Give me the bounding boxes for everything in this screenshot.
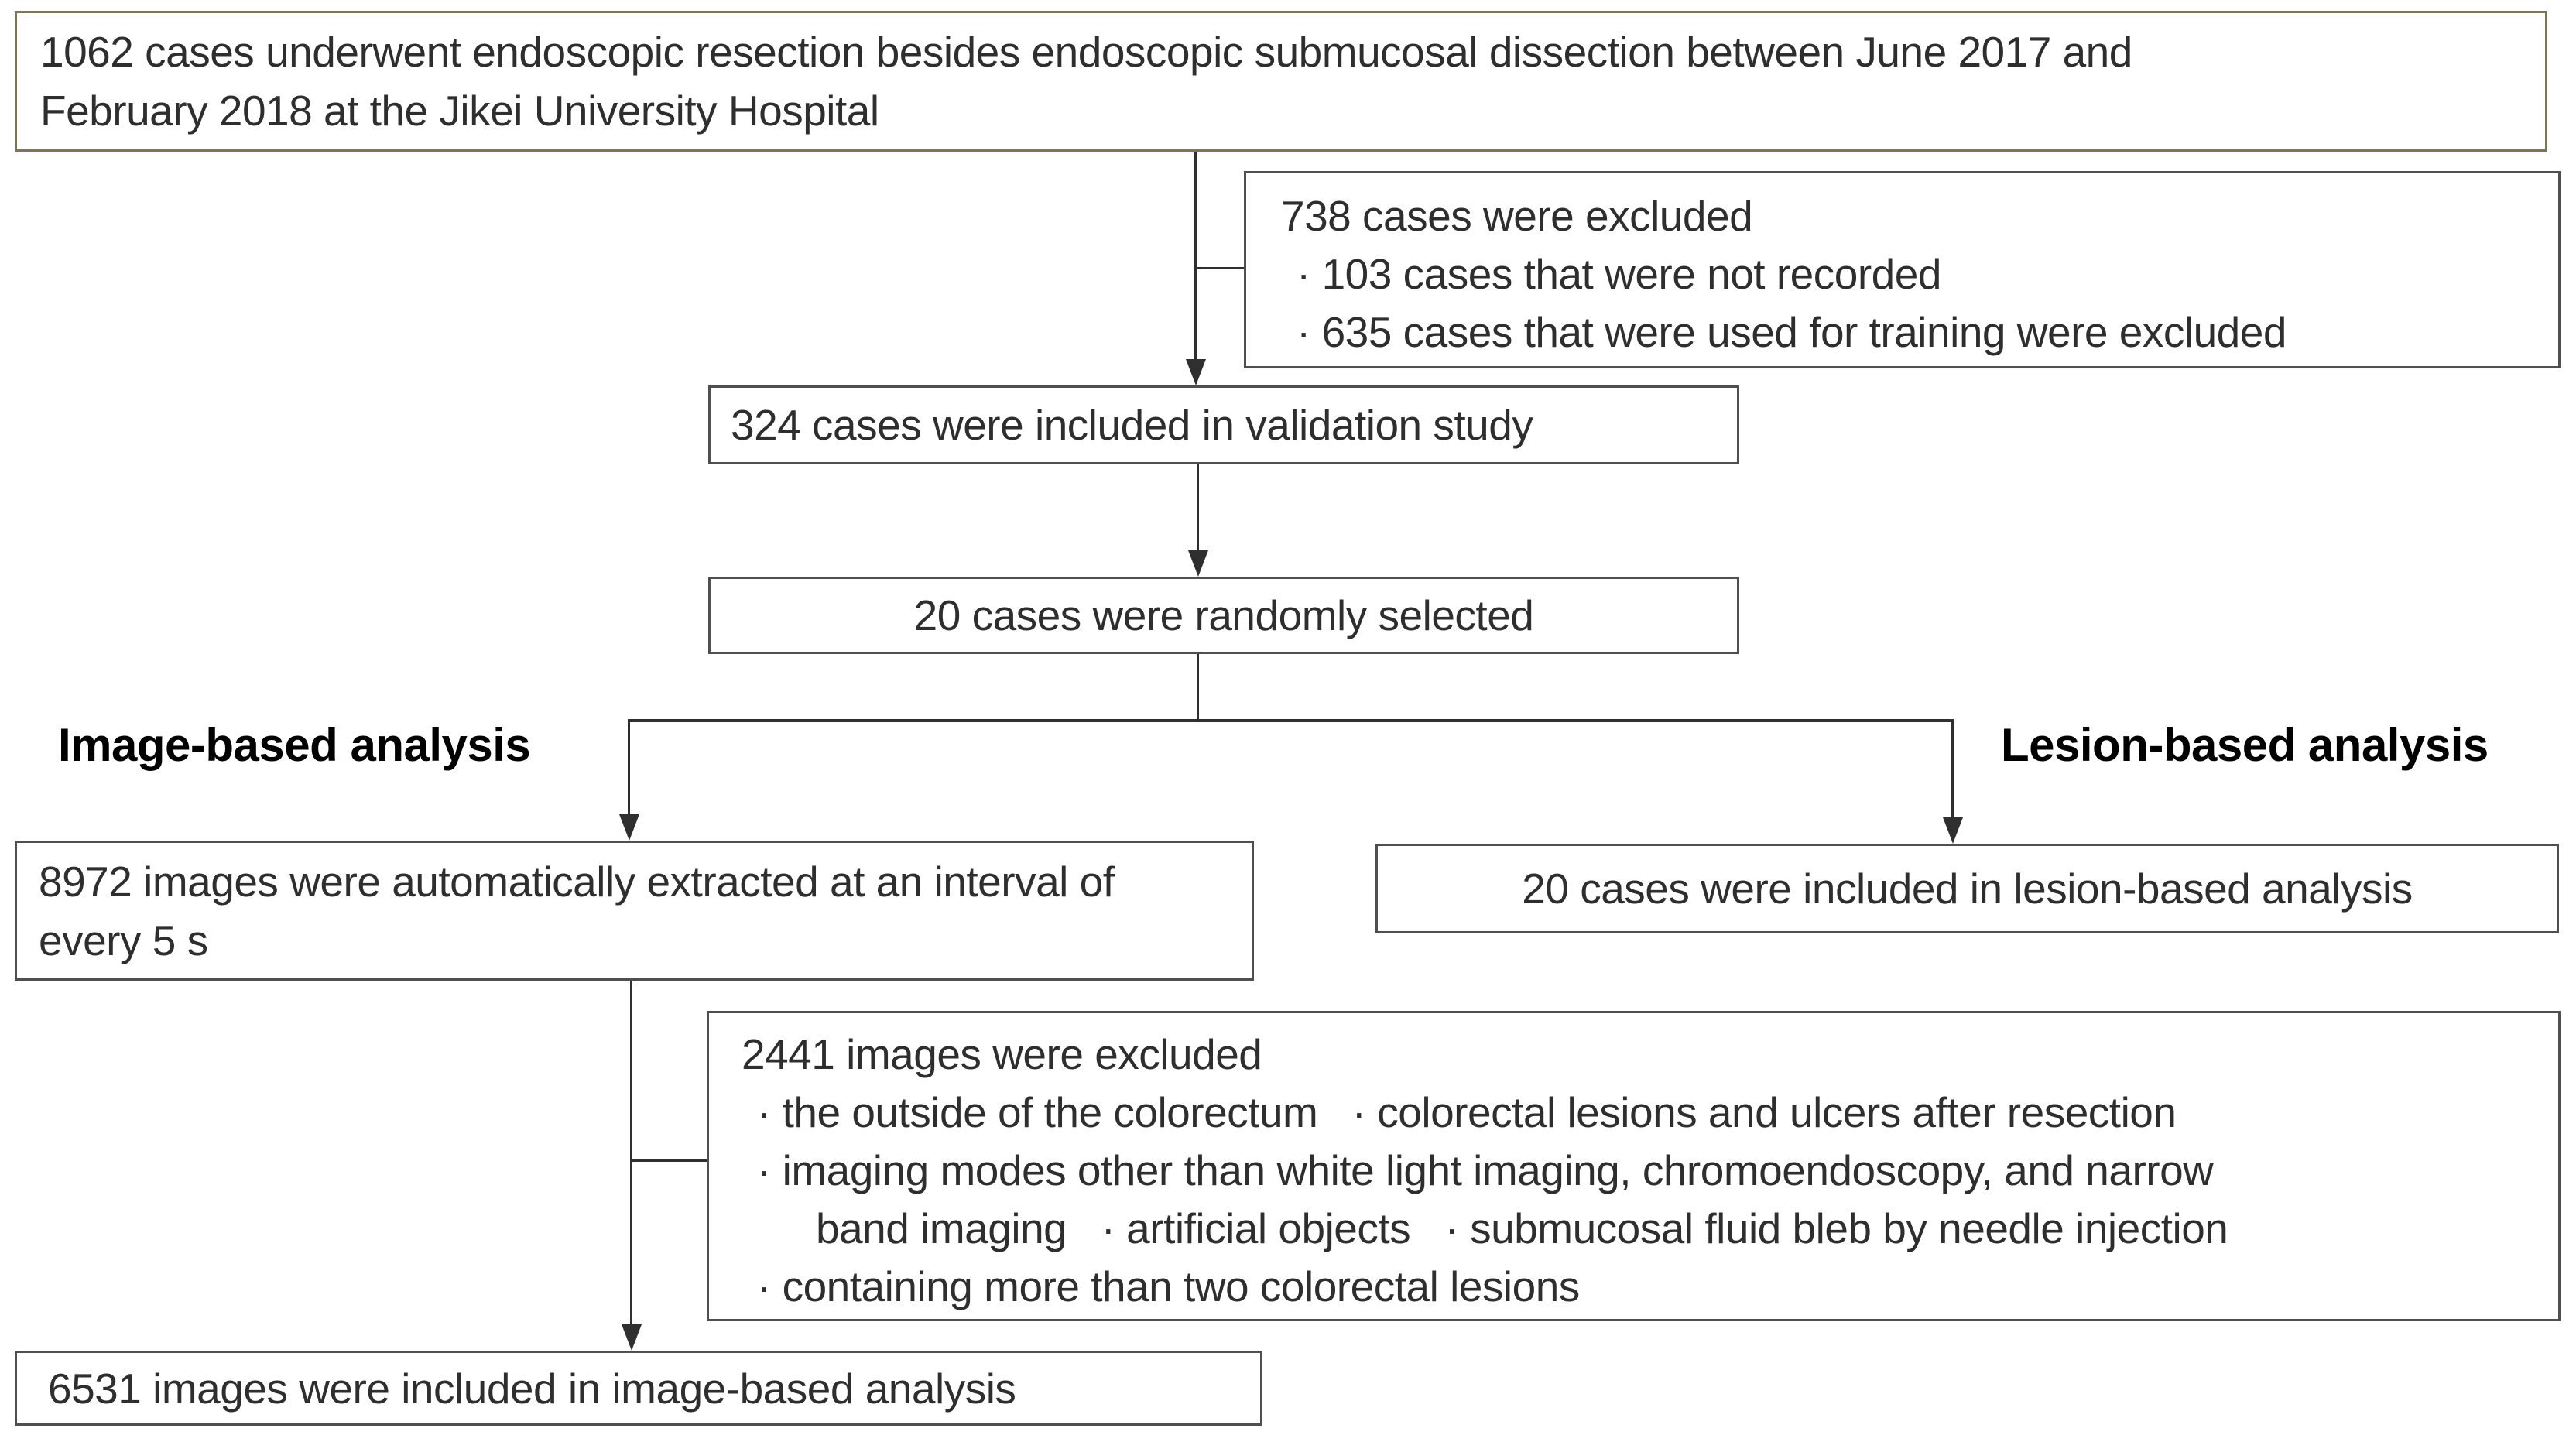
- exclusion-box-2: 2441 images were excluded · the outside …: [707, 1011, 2561, 1321]
- final-box-text: 6531 images were included in image-based…: [48, 1364, 1016, 1413]
- arrowhead-final: [622, 1324, 642, 1351]
- exclusion-box-2-line: · imaging modes other than white light i…: [757, 1146, 2214, 1194]
- branch-stem-line: [1197, 654, 1199, 721]
- top-box-text: 1062 cases underwent endoscopic resectio…: [40, 28, 2132, 135]
- arrowhead-validation: [1186, 359, 1206, 385]
- exclusion-box-2-title: 2441 images were excluded: [742, 1030, 1262, 1078]
- lesion-analysis-box-text: 20 cases were included in lesion-based a…: [1522, 865, 2413, 913]
- exclusion-box-2-line: · containing more than two colorectal le…: [757, 1262, 1580, 1310]
- validation-box-text: 324 cases were included in validation st…: [731, 401, 1533, 449]
- connector-validation-to-random: [1197, 464, 1199, 552]
- exclusion-box-2-line: band imaging · artificial objects · subm…: [816, 1204, 2228, 1252]
- connector-exclusion-2: [632, 1159, 707, 1162]
- lesion-branch-line: [1951, 719, 1954, 819]
- image-extraction-box: 8972 images were automatically extracted…: [15, 841, 1254, 981]
- random-selection-box: 20 cases were randomly selected: [708, 577, 1739, 654]
- connector-exclusion-1: [1197, 267, 1244, 269]
- exclusion-box-1-item: · 103 cases that were not recorded: [1297, 250, 1941, 298]
- exclusion-box-2-line: · the outside of the colorectum · colore…: [757, 1088, 2177, 1136]
- arrowhead-random: [1188, 550, 1208, 577]
- exclusion-box-1: 738 cases were excluded · 103 cases that…: [1244, 171, 2561, 368]
- top-box: 1062 cases underwent endoscopic resectio…: [15, 11, 2547, 152]
- connector-top-to-validation: [1194, 152, 1197, 362]
- arrowhead-image-branch: [619, 814, 639, 841]
- connector-extraction-to-final: [630, 981, 632, 1326]
- final-box: 6531 images were included in image-based…: [15, 1351, 1262, 1426]
- image-extraction-box-text: 8972 images were automatically extracted…: [39, 857, 1115, 964]
- validation-box: 324 cases were included in validation st…: [708, 385, 1739, 464]
- image-branch-line: [628, 719, 630, 816]
- branch-split-line: [628, 719, 1954, 722]
- exclusion-box-1-title: 738 cases were excluded: [1281, 192, 1753, 240]
- exclusion-box-1-item: · 635 cases that were used for training …: [1297, 308, 2287, 356]
- image-branch-label: Image-based analysis: [58, 719, 531, 771]
- random-selection-box-text: 20 cases were randomly selected: [913, 591, 1534, 639]
- lesion-branch-label: Lesion-based analysis: [2001, 719, 2489, 771]
- lesion-analysis-box: 20 cases were included in lesion-based a…: [1375, 844, 2559, 933]
- arrowhead-lesion-branch: [1943, 817, 1963, 844]
